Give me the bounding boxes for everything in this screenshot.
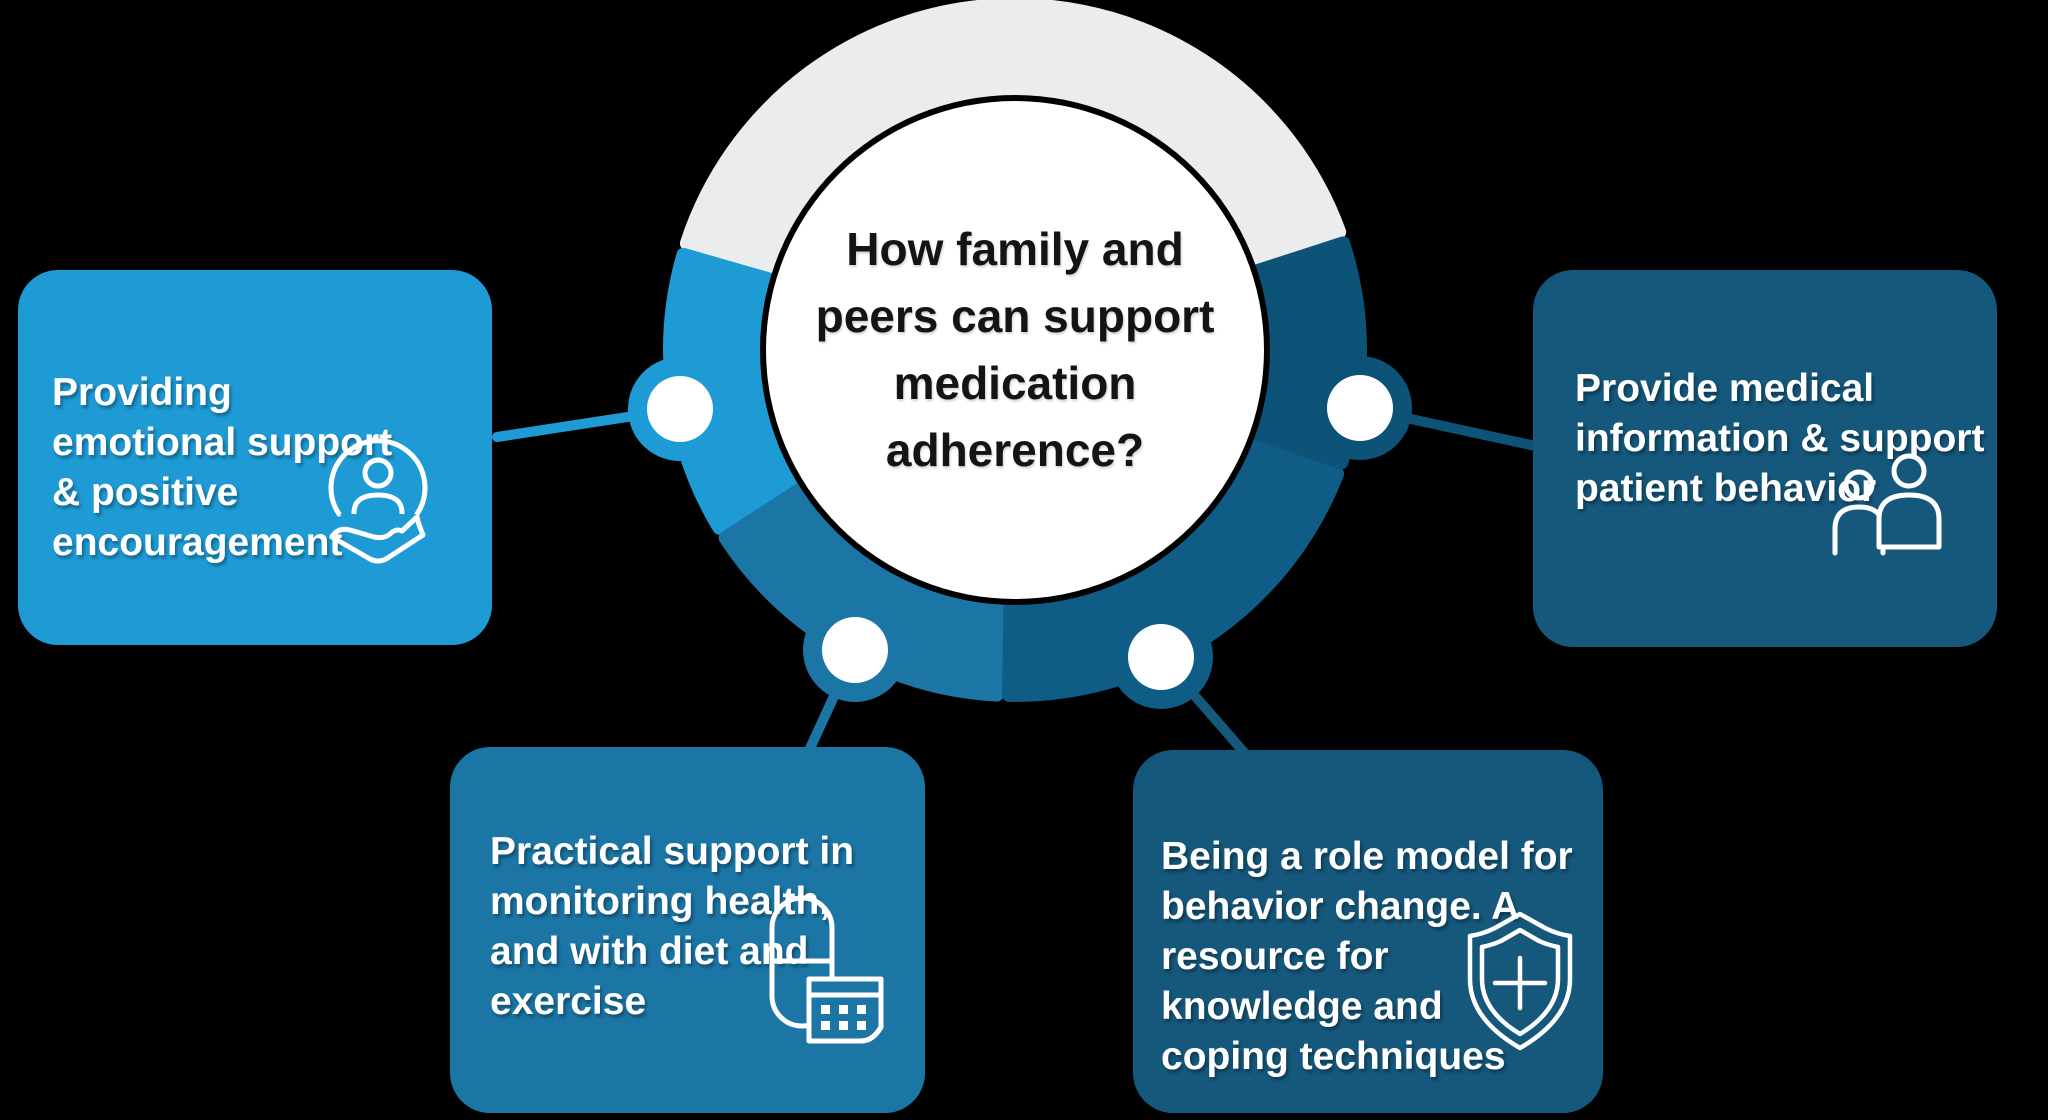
callout-role-model: Being a role model for behavior change. …	[1133, 750, 1603, 1113]
callout-role-model-text: Being a role model for behavior change. …	[1161, 835, 1573, 1078]
two-people-icon	[1817, 397, 1947, 617]
callout-emotional-support: Providing emotional support & positive e…	[18, 270, 492, 645]
shield-plus-icon	[1465, 861, 1575, 1101]
node-left	[647, 376, 713, 442]
node-bottom-right	[1128, 624, 1194, 690]
callout-practical-support: Practical support in monitoring health, …	[450, 747, 925, 1113]
center-circle	[766, 101, 1264, 599]
callout-practical-support-text: Practical support in monitoring health, …	[490, 830, 855, 1023]
callout-medical-information-text: Provide medical information & support pa…	[1575, 367, 1985, 510]
node-bottom-left	[822, 617, 888, 683]
pill-calendar-icon	[769, 845, 885, 1095]
callout-medical-information: Provide medical information & support pa…	[1533, 270, 1997, 647]
node-right	[1327, 375, 1393, 441]
callout-emotional-support-text: Providing emotional support & positive e…	[52, 371, 393, 564]
person-in-hand-icon	[322, 381, 434, 619]
center-question: How family and peers can support medicat…	[815, 223, 1215, 476]
